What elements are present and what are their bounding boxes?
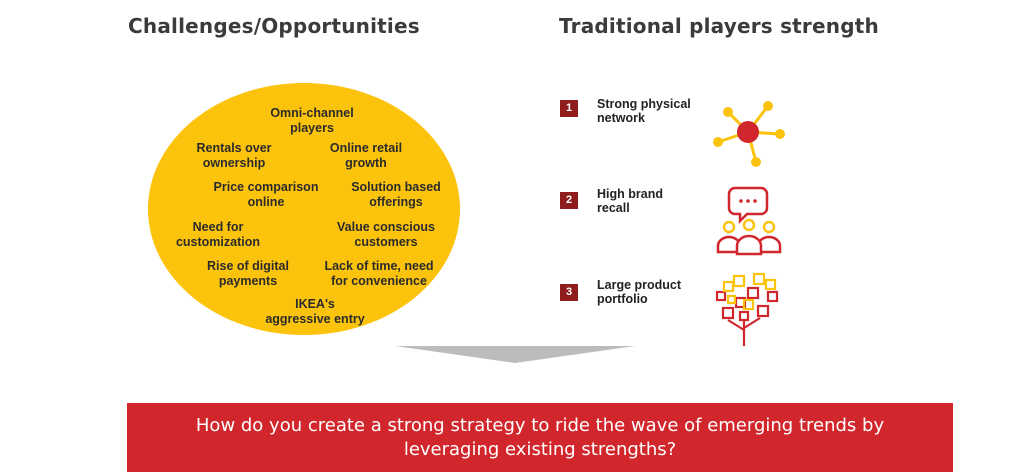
pointer-triangle [395,346,635,363]
trend-item: IKEA's aggressive entry [265,297,365,326]
strength-number-badge: 3 [560,284,578,301]
trend-item: Online retail growth [329,141,403,170]
network-nodes-icon [713,101,785,167]
challenges-heading: Challenges/Opportunities [128,14,420,38]
trend-item: Solution based offerings [351,180,441,209]
question-banner: How do you create a strong strategy to r… [127,403,953,472]
trend-item: Value conscious customers [337,220,435,249]
trend-item: Need for customization [175,220,261,249]
trend-item: Price comparison online [213,180,319,209]
strength-label: Strong physical network [597,97,691,125]
trend-item: Rentals over ownership [196,141,272,170]
trend-item: Omni-channel players [270,106,354,135]
trend-item: Lack of time, need for convenience [324,259,434,288]
strengths-heading: Traditional players strength [559,14,879,38]
strength-label: Large product portfolio [597,278,682,306]
strength-label: High brand recall [597,187,663,215]
product-tree-icon [715,272,779,346]
strength-number-badge: 1 [560,100,578,117]
banner-question: How do you create a strong strategy to r… [195,414,885,460]
trend-item: Rise of digital payments [207,259,289,288]
trends-ellipse [148,83,460,335]
strength-number-badge: 2 [560,192,578,209]
people-chat-icon [716,186,782,256]
